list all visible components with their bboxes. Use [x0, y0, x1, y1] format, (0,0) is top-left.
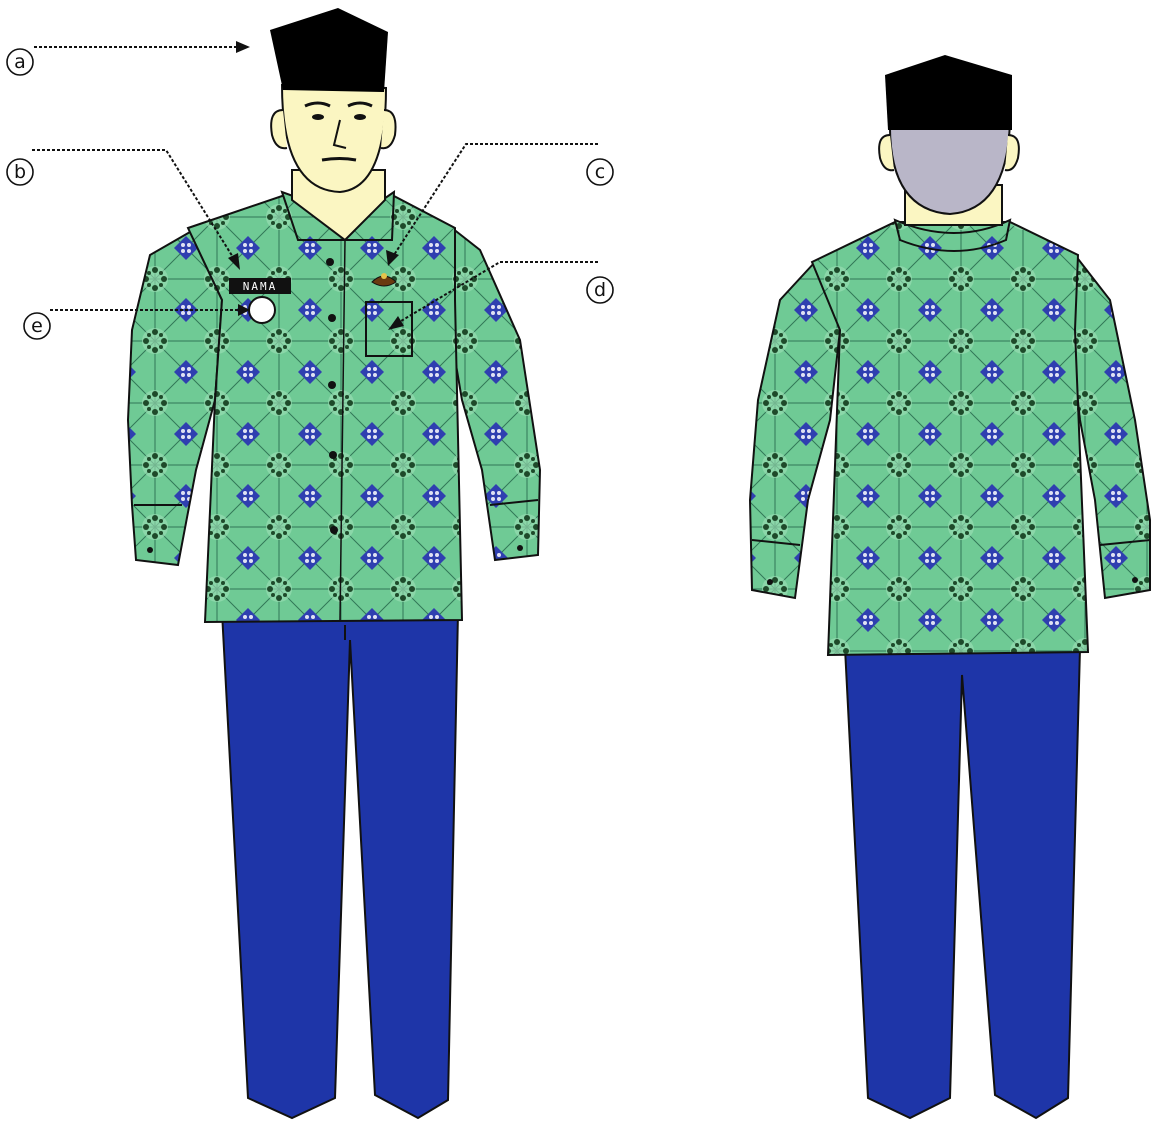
- front-figure: NAMA: [128, 8, 540, 1118]
- back-trousers: [845, 648, 1080, 1118]
- front-cap: [270, 8, 388, 92]
- callout-c-label: c: [595, 161, 605, 183]
- name-tag: NAMA: [229, 278, 291, 294]
- round-badge: [249, 297, 275, 323]
- callout-b-label: b: [14, 161, 26, 183]
- back-head: [879, 55, 1019, 225]
- name-tag-text: NAMA: [243, 280, 278, 293]
- callout-d-label: d: [594, 279, 606, 301]
- callout-e-label: e: [31, 315, 43, 337]
- back-shirt: [750, 220, 1150, 655]
- callout-a-label: a: [14, 51, 26, 73]
- callout-a: a: [7, 41, 250, 75]
- front-trousers: [222, 612, 458, 1118]
- front-shirt: NAMA: [128, 192, 540, 622]
- back-figure: [750, 55, 1150, 1118]
- back-cap: [885, 55, 1012, 130]
